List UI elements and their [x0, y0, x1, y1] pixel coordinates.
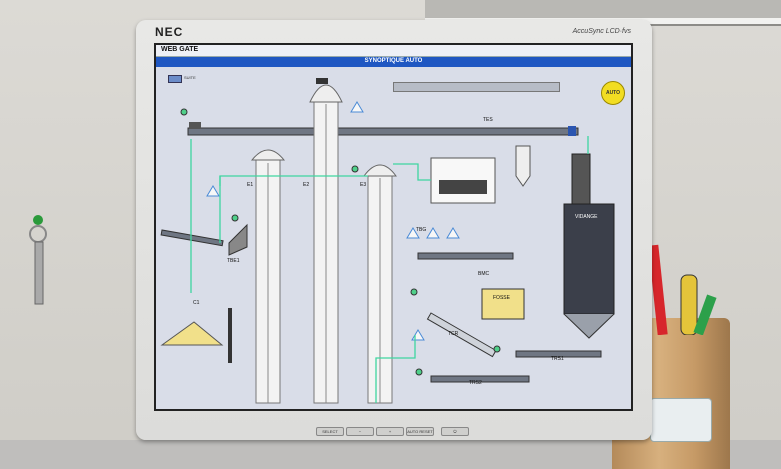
valve-icon[interactable] [206, 185, 220, 197]
bezel-button-minus[interactable]: − [346, 427, 374, 436]
label-tes: TES [483, 117, 493, 123]
status-lamp [231, 214, 239, 222]
power-button[interactable]: ⏻ [441, 427, 469, 436]
label-trs1: TRS1 [551, 356, 564, 362]
valve-icon[interactable] [446, 227, 460, 239]
valve-icon[interactable] [350, 101, 364, 113]
status-lamp [351, 165, 359, 173]
elevator-head [250, 149, 286, 161]
fosse-pit[interactable] [481, 288, 525, 320]
label-bmc: BMC [478, 271, 490, 277]
label-tcr: TCR [448, 331, 459, 337]
drive-icon [568, 126, 576, 136]
label-e2: E2 [303, 182, 310, 188]
cyclone [515, 145, 531, 187]
label-tbg: TBG [416, 227, 427, 233]
label-e1: E1 [247, 182, 254, 188]
status-lamp [410, 288, 418, 296]
bezel-button-select[interactable]: SELECT [316, 427, 344, 436]
elevator-head [363, 164, 397, 177]
bezel-button-auto-reset[interactable]: AUTO RESET [406, 427, 434, 436]
header-bar: SYNOPTIQUE AUTO [156, 57, 631, 67]
hmi-screen: WEB GATE SYNOPTIQUE AUTO SUITE AUTO [154, 43, 633, 411]
suite-label[interactable]: SUITE [184, 75, 196, 80]
silo-c1[interactable] [160, 321, 224, 346]
valve-icon[interactable] [406, 227, 420, 239]
conveyor-tcr[interactable] [426, 312, 497, 358]
label-vidange: VIDANGE [575, 214, 598, 220]
app-titlebar: WEB GATE [156, 45, 631, 57]
label-e3: E3 [360, 182, 367, 188]
label-trs2: TRS2 [469, 380, 482, 386]
conveyor-tbe1[interactable] [160, 229, 224, 247]
bezel-button-plus[interactable]: + [376, 427, 404, 436]
tbe1-hopper [228, 223, 248, 256]
page-title: SYNOPTIQUE AUTO [364, 58, 423, 64]
label-c1: C1 [193, 300, 200, 306]
valve-icon[interactable] [411, 329, 425, 341]
vidange-hopper[interactable] [563, 203, 615, 315]
app-title: WEB GATE [161, 46, 199, 53]
keychain [29, 215, 47, 305]
valve-icon[interactable] [426, 227, 440, 239]
cup-label [650, 398, 712, 442]
status-lamp [415, 368, 423, 376]
auto-button[interactable]: AUTO [601, 81, 625, 105]
label-tbe1: TBE1 [227, 258, 240, 264]
status-lamp [493, 345, 501, 353]
status-lamp [180, 108, 188, 116]
drive-icon [189, 122, 201, 129]
conveyor-trs2[interactable] [430, 375, 530, 383]
drive-icon [316, 78, 328, 84]
monitor-model: AccuSync LCD·fvs [572, 28, 631, 35]
label-fosse: FOSSE [493, 295, 510, 301]
process-diagram [160, 78, 615, 404]
conveyor-trs1[interactable] [515, 350, 602, 358]
monitor-brand: NEC [155, 25, 184, 39]
pens [648, 244, 717, 335]
suite-button-icon[interactable] [168, 75, 182, 83]
status-box [393, 82, 560, 92]
pipe-lines [190, 136, 589, 403]
conveyor-tbg[interactable] [417, 252, 514, 260]
conveyor-tes[interactable] [187, 127, 579, 136]
elevator-head [309, 84, 343, 103]
